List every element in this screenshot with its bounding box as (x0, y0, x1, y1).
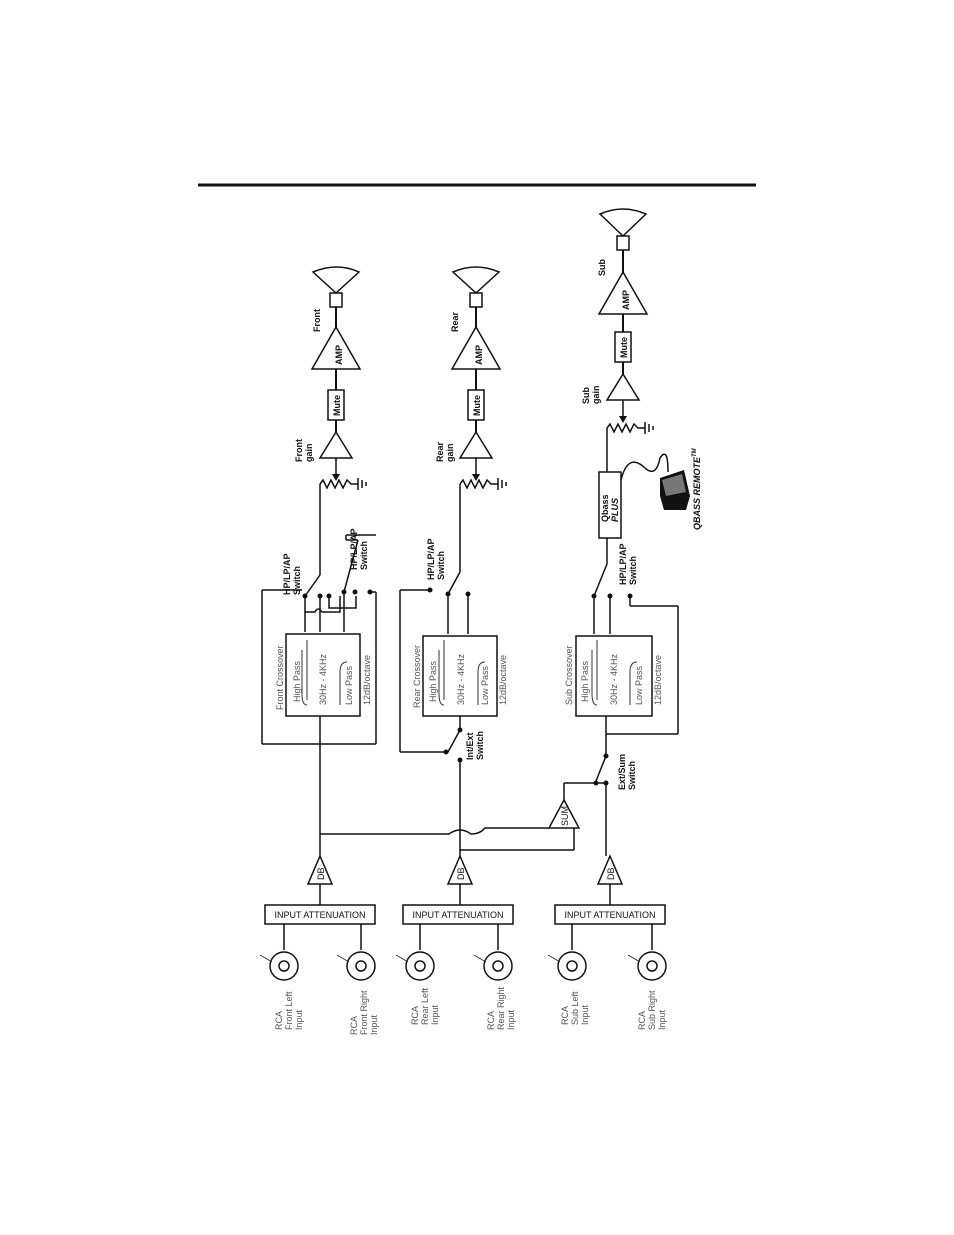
rear-mute-label: Mute (472, 395, 482, 416)
sub-gain-buffer (605, 372, 641, 401)
front-db-label: DB (316, 867, 326, 880)
sub-db-label: DB (606, 867, 616, 880)
front-channel: Front AMP Mute Frontgain HP/LP/APSwitch … (259, 266, 379, 1035)
sum-label: SUM (560, 806, 570, 826)
sub-crossover-box (575, 635, 653, 717)
front-right-input-label: RCAFront RightInput (349, 990, 379, 1035)
sub-left-input-label: RCASub LeftInput (560, 991, 590, 1025)
sub-speaker-icon (598, 208, 648, 251)
sub-mute-label: Mute (619, 337, 629, 358)
sub-input-attenuation (554, 904, 666, 925)
sub-left-rca-icon (547, 951, 587, 981)
front-left-input-label: RCAFront LeftInput (274, 991, 304, 1030)
rear-input-attenuation-label: INPUT ATTENUATION (412, 910, 503, 920)
sub-freq-label: 30Hz - 4KHz (609, 653, 619, 705)
sum-amp (547, 798, 581, 829)
front-gain-label: Frontgain (294, 439, 314, 462)
rear-right-rca-icon (473, 951, 513, 981)
rear-input-attenuation (402, 904, 514, 925)
sub-label: Sub (597, 258, 607, 276)
sub-input-attenuation-label: INPUT ATTENUATION (564, 910, 655, 920)
rear-low-pass-label: Low Pass (480, 665, 490, 705)
rear-left-input-label: RCARear LeftInput (410, 987, 440, 1025)
rear-crossover-box (422, 635, 498, 717)
sub-amp-label: AMP (621, 290, 631, 310)
rear-speaker-icon (451, 266, 501, 308)
rear-left-rca-icon (395, 951, 435, 981)
sub-low-pass-label: Low Pass (634, 665, 644, 705)
front-mute-label: Mute (332, 395, 342, 416)
rear-right-input-label: RCARear RightInput (486, 986, 516, 1030)
ext-sum-switch-label: Ext/SumSwitch (617, 754, 637, 790)
qbass-plus-box (598, 471, 622, 539)
front-speaker-icon (311, 266, 361, 308)
rear-label: Rear (450, 311, 460, 332)
front-crossover-box (285, 633, 361, 717)
sub-slope-label: 12dB/octave (653, 655, 663, 705)
rear-db-label: DB (456, 867, 466, 880)
qbass-remote-label: QBASS REMOTETM (692, 447, 702, 530)
sub-channel: Sub AMP Mute Subgain QbassPLUS QBASS REM… (547, 208, 702, 1030)
rear-gain-label: Reargain (435, 441, 455, 462)
rear-gain-pot (459, 478, 498, 490)
rear-high-pass-label: High Pass (428, 660, 438, 702)
front-input-attenuation-label: INPUT ATTENUATION (274, 910, 365, 920)
sub-crossover-label: Sub Crossover (564, 645, 574, 705)
sub-gain-pot (606, 422, 645, 434)
front-switch-label-2: HP/LP/APSwitch (349, 528, 369, 570)
front-amp-label: AMP (334, 345, 344, 365)
sub-gain-label: Subgain (581, 385, 601, 404)
sum-network: SUM (320, 782, 606, 851)
front-freq-label: 30Hz - 4KHz (318, 653, 328, 705)
front-gain-pot (319, 478, 358, 490)
rear-crossover-label: Rear Crossover (412, 645, 422, 708)
front-low-pass-label: Low Pass (344, 665, 354, 705)
rear-switch-label: HP/LP/APSwitch (426, 538, 446, 580)
sub-right-rca-icon (627, 951, 667, 981)
sub-high-pass-label: High Pass (580, 660, 590, 702)
front-switch-label-1: HP/LP/APSwitch (282, 553, 302, 595)
front-left-rca-icon (259, 951, 299, 981)
front-crossover-label: Front Crossover (275, 645, 285, 710)
sub-switch-label: HP/LP/APSwitch (618, 543, 638, 585)
rear-slope-label: 12dB/octave (498, 655, 508, 705)
front-gain-buffer (318, 430, 354, 459)
qbass-remote-icon (660, 470, 690, 510)
int-ext-switch-label: Int/ExtSwitch (465, 731, 485, 760)
front-input-attenuation (264, 904, 376, 925)
rear-channel: Rear AMP Mute Reargain HP/LP/APSwitch Re… (395, 266, 516, 1030)
rear-freq-label: 30Hz - 4KHz (456, 653, 466, 705)
front-right-rca-icon (336, 951, 376, 981)
rear-gain-buffer (458, 430, 494, 459)
front-label: Front (312, 309, 322, 332)
rear-amp-label: AMP (474, 345, 484, 365)
sub-right-input-label: RCASub RightInput (637, 990, 667, 1030)
front-slope-label: 12dB/octave (362, 655, 372, 705)
qbass-plus-label: QbassPLUS (600, 494, 620, 522)
front-high-pass-label: High Pass (292, 660, 302, 702)
